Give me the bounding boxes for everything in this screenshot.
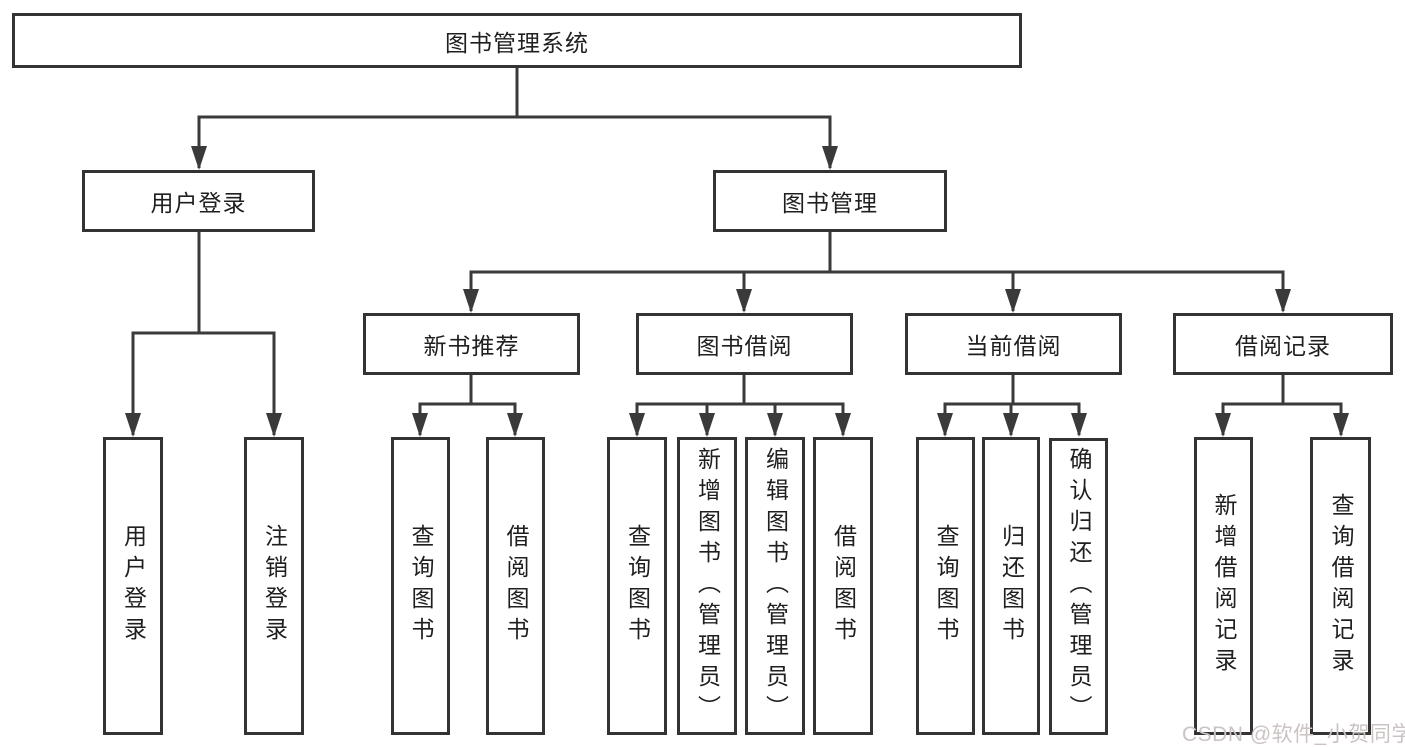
node-user-login: 用户登录 <box>82 170 315 232</box>
leaf-current-return-books-label: 归还图书 <box>998 524 1025 648</box>
node-library-management-system: 图书管理系统 <box>12 13 1022 68</box>
leaf-borrowing-borrow-books: 借阅图书 <box>813 437 873 735</box>
leaf-logout-label: 注销登录 <box>261 524 288 648</box>
leaf-recommend-borrow-books-label: 借阅图书 <box>503 524 529 648</box>
leaf-current-return-books: 归还图书 <box>982 437 1040 735</box>
leaf-user-login: 用户登录 <box>103 437 163 735</box>
leaf-borrowing-add-books-admin-label: 新增图书（管理员） <box>694 446 721 726</box>
leaf-recommend-query-books: 查询图书 <box>391 437 450 735</box>
node-current-borrowing: 当前借阅 <box>905 313 1122 375</box>
node-book-borrowing-label: 图书借阅 <box>696 333 793 359</box>
node-book-management-label: 图书管理 <box>782 190 878 216</box>
node-user-login-label: 用户登录 <box>150 190 247 216</box>
leaf-borrowing-add-books-admin: 新增图书（管理员） <box>677 437 737 735</box>
node-borrowing-records-label: 借阅记录 <box>1235 333 1331 359</box>
node-book-management: 图书管理 <box>713 170 947 232</box>
leaf-borrowing-query-books: 查询图书 <box>607 437 667 735</box>
node-current-borrowing-label: 当前借阅 <box>965 333 1062 359</box>
node-library-management-system-label: 图书管理系统 <box>445 29 589 56</box>
node-new-book-recommendation: 新书推荐 <box>363 313 580 375</box>
leaf-current-query-books: 查询图书 <box>916 437 975 735</box>
leaf-records-query-record: 查询借阅记录 <box>1310 437 1371 735</box>
leaf-borrowing-edit-books-admin-label: 编辑图书（管理员） <box>762 446 789 726</box>
leaf-records-query-record-label: 查询借阅记录 <box>1328 493 1354 679</box>
leaf-records-add-record: 新增借阅记录 <box>1194 437 1253 735</box>
leaf-recommend-query-books-label: 查询图书 <box>408 524 434 648</box>
leaf-user-login-label: 用户登录 <box>120 524 147 648</box>
node-borrowing-records: 借阅记录 <box>1173 313 1393 375</box>
leaf-recommend-borrow-books: 借阅图书 <box>486 437 545 735</box>
leaf-borrowing-borrow-books-label: 借阅图书 <box>830 524 857 648</box>
node-new-book-recommendation-label: 新书推荐 <box>423 333 520 359</box>
csdn-watermark: CSDN @软件_小贺同学 <box>1182 723 1405 746</box>
leaf-current-confirm-return-admin: 确认归还（管理员） <box>1049 438 1108 735</box>
node-book-borrowing: 图书借阅 <box>636 313 853 375</box>
leaf-borrowing-query-books-label: 查询图书 <box>624 524 651 648</box>
leaf-borrowing-edit-books-admin: 编辑图书（管理员） <box>745 437 805 735</box>
leaf-current-query-books-label: 查询图书 <box>933 524 959 648</box>
leaf-current-confirm-return-admin-label: 确认归还（管理员） <box>1066 447 1092 726</box>
leaf-records-add-record-label: 新增借阅记录 <box>1211 493 1237 679</box>
leaf-logout: 注销登录 <box>244 437 304 735</box>
